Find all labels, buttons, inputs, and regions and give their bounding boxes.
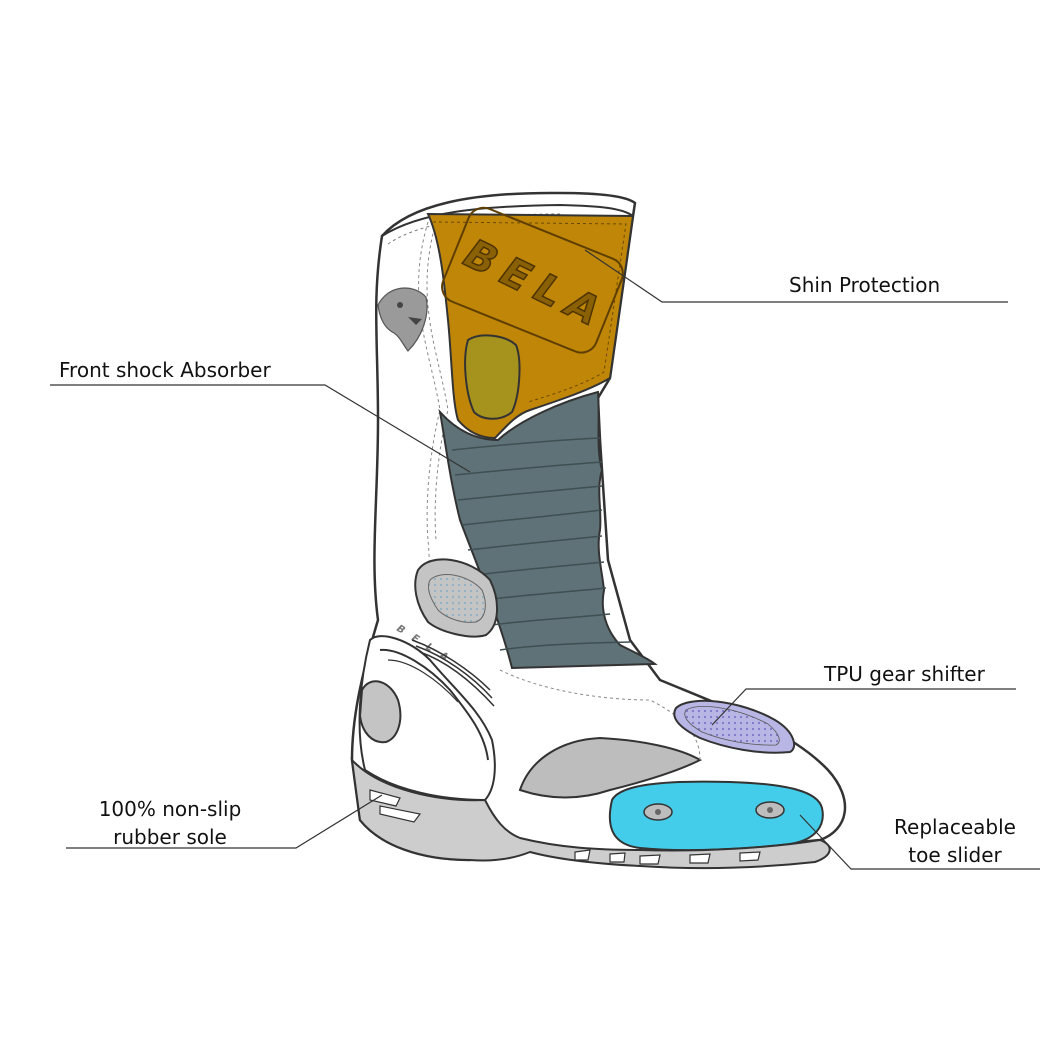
side-vent-mesh — [427, 574, 486, 623]
callout-leader-lines — [50, 249, 1040, 870]
label-toe-slider-line1: Replaceable — [894, 815, 1016, 839]
rubber-sole — [350, 757, 831, 870]
leader-rubber-sole — [66, 794, 383, 849]
label-rubber-sole: 100% non-slip rubber sole — [80, 795, 260, 851]
label-toe-slider-line2: toe slider — [908, 843, 1002, 867]
leader-shin-protection — [584, 249, 1008, 303]
shin-logo-panel — [441, 206, 624, 354]
label-tpu-gear-shifter: TPU gear shifter — [824, 662, 985, 686]
leader-tpu-gear-shifter — [711, 688, 1016, 726]
label-front-shock-absorber: Front shock Absorber — [59, 358, 271, 382]
leader-front-shock-absorber — [50, 384, 471, 473]
toe-slider-screws — [643, 801, 785, 821]
bear-logo-icon — [377, 287, 428, 352]
leader-toe-slider — [799, 814, 1040, 870]
sole-treads — [369, 789, 761, 865]
heel-panel — [358, 635, 496, 802]
label-shin-protection: Shin Protection — [789, 273, 941, 297]
label-toe-slider: Replaceable toe slider — [880, 813, 1030, 869]
accordion-ridges — [451, 437, 631, 651]
heel-vent — [358, 680, 402, 744]
label-rubber-sole-line2: rubber sole — [113, 825, 227, 849]
label-rubber-sole-line1: 100% non-slip — [98, 797, 242, 821]
toe-slider-plate — [608, 780, 824, 852]
side-stripes — [411, 639, 495, 707]
shin-window — [464, 334, 521, 420]
